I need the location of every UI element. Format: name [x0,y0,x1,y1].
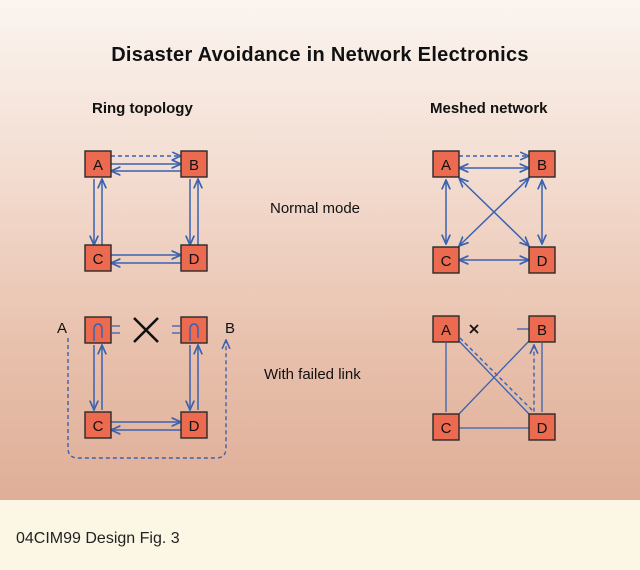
svg-text:A: A [93,157,103,174]
ring-failed-break-mark [133,317,159,343]
ring-normal-links [94,156,198,263]
diagram-title: Disaster Avoidance in Network Electronic… [111,44,529,66]
network-diagram: A B C D A B C D A B [57,150,556,459]
svg-text:D: D [537,253,548,270]
caption-bar [0,500,640,570]
ring-normal-node-d: D [180,244,208,272]
mesh-normal-node-a: A [432,150,460,178]
ring-failed-loopback-b-top [189,323,199,341]
mesh-failed-break-mark [469,324,479,334]
ring-normal-node-a: A [84,150,112,178]
ring-normal-node-c: C [84,244,112,272]
outer-label-a: A [57,320,67,337]
svg-text:B: B [189,157,199,174]
ring-failed-outer-path [67,338,226,459]
mesh-failed-node-d: D [528,413,556,441]
svg-text:D: D [189,418,200,435]
ring-normal-node-b: B [180,150,208,178]
mesh-failed-node-a: A [432,315,460,343]
mesh-failed-link-bc [458,340,530,415]
svg-text:A: A [441,157,451,174]
ring-failed-node-c: C [84,411,112,439]
svg-text:A: A [441,322,451,339]
mesh-normal-node-b: B [528,150,556,178]
svg-text:C: C [93,418,104,435]
ring-failed-loopback-a-top [93,323,103,341]
mesh-normal-link-bc [459,178,529,246]
mesh-failed-node-c: C [432,413,460,441]
ring-failed-node-d: D [180,411,208,439]
svg-text:D: D [189,251,200,268]
normal-mode-label: Normal mode [270,200,361,217]
mesh-failed-links [445,328,543,429]
outer-label-b: B [225,320,235,337]
mesh-normal-node-c: C [432,246,460,274]
svg-text:C: C [441,253,452,270]
svg-text:B: B [537,322,547,339]
meshed-network-heading: Meshed network [430,100,548,117]
figure-caption: 04CIM99 Design Fig. 3 [16,530,180,547]
ring-failed-node-b [180,316,208,344]
ring-topology-heading: Ring topology [92,100,193,117]
ring-failed-node-a [84,316,112,344]
svg-text:D: D [537,420,548,437]
mesh-normal-node-d: D [528,246,556,274]
mesh-normal-links [446,156,542,260]
svg-text:C: C [441,420,452,437]
mesh-failed-reroute-path [459,337,534,414]
svg-text:C: C [93,251,104,268]
mesh-failed-node-b: B [528,315,556,343]
failed-link-label: With failed link [264,366,361,383]
svg-text:B: B [537,157,547,174]
